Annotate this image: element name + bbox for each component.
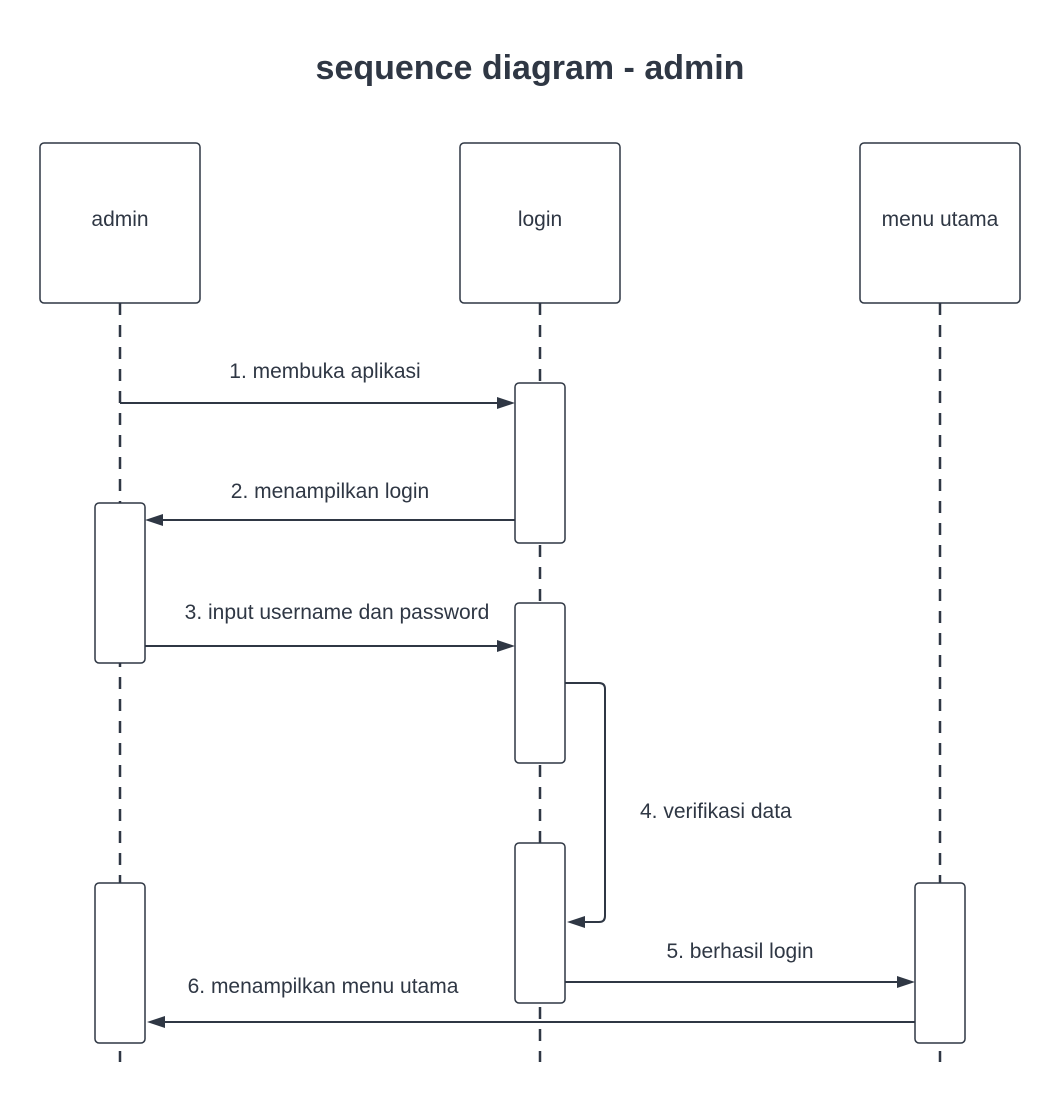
- participant-login-label: login: [518, 208, 562, 231]
- participant-menu-utama-box: [859, 142, 1021, 304]
- message-3-label: 3. input username dan password: [185, 601, 490, 624]
- participant-admin-label: admin: [91, 208, 148, 231]
- message-5-label: 5. berhasil login: [666, 940, 813, 963]
- activation-login-1: [514, 382, 566, 544]
- message-6-label: 6. menampilkan menu utama: [188, 975, 459, 998]
- message-2-label: 2. menampilkan login: [231, 480, 429, 503]
- message-1: 1. membuka aplikasi: [120, 360, 515, 409]
- message-1-arrowhead: [497, 397, 515, 409]
- message-5: 5. berhasil login: [565, 940, 915, 988]
- activation-login-3: [514, 842, 566, 1004]
- participant-login[interactable]: login: [459, 142, 621, 304]
- message-4-label: 4. verifikasi data: [640, 800, 792, 823]
- message-1-label: 1. membuka aplikasi: [229, 360, 420, 383]
- message-2: 2. menampilkan login: [145, 480, 515, 526]
- activation-admin-2: [94, 882, 146, 1044]
- participant-menu-utama[interactable]: menu utama: [859, 142, 1021, 304]
- participant-admin[interactable]: admin: [39, 142, 201, 304]
- message-6-arrowhead: [147, 1016, 165, 1028]
- participant-admin-box: [39, 142, 201, 304]
- message-4-arrowhead: [567, 916, 585, 928]
- diagram-title: sequence diagram - admin: [316, 49, 745, 87]
- activation-menu-utama-1: [914, 882, 966, 1044]
- activation-login-2: [514, 602, 566, 764]
- message-3-arrowhead: [497, 640, 515, 652]
- message-3: 3. input username dan password: [145, 601, 515, 652]
- message-2-arrowhead: [145, 514, 163, 526]
- message-4-line: [565, 682, 606, 923]
- participant-login-box: [459, 142, 621, 304]
- message-6: 6. menampilkan menu utama: [147, 975, 915, 1028]
- message-4: 4. verifikasi data: [565, 682, 792, 928]
- message-5-arrowhead: [897, 976, 915, 988]
- participant-menu-utama-label: menu utama: [882, 208, 999, 231]
- activation-admin-1: [94, 502, 146, 664]
